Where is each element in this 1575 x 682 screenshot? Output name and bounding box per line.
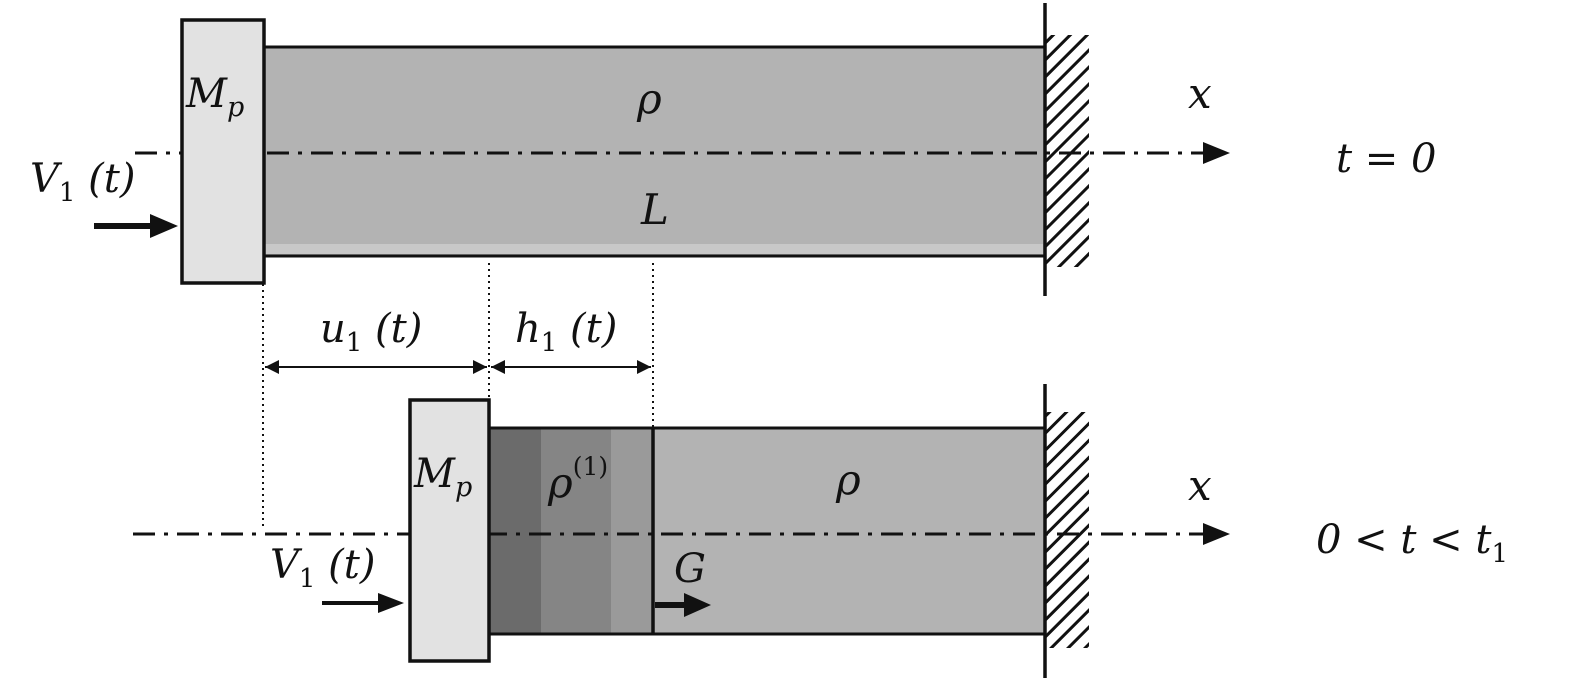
compressed-zone-mid xyxy=(541,428,611,634)
compressed-zone-dark xyxy=(489,428,541,634)
u-dimension-label: u1 (t) xyxy=(320,306,422,358)
bottom-rod xyxy=(653,428,1045,634)
top-mass-block xyxy=(180,18,266,285)
bottom-axis-label: x xyxy=(1188,461,1212,510)
top-rod-bottom-band xyxy=(265,244,1043,254)
bottom-time-label: 0 < t < t1 xyxy=(1316,517,1508,569)
dimension-lines: u1 (t) h1 (t) xyxy=(262,263,654,530)
bottom-velocity-arrowhead xyxy=(378,593,404,613)
top-axis-arrowhead xyxy=(1203,142,1230,164)
top-wall-hatch xyxy=(1045,35,1089,267)
bottom-velocity-label: V1 (t) xyxy=(270,542,375,594)
bottom-density-label: ρ xyxy=(835,455,861,504)
wave-label: G xyxy=(674,546,706,592)
bottom-wall-hatch xyxy=(1045,412,1089,648)
top-configuration: Mp ρ L V1 (t) x t = 0 xyxy=(30,3,1436,296)
compressed-density-label: ρ(1) xyxy=(547,452,608,507)
top-velocity-label: V1 (t) xyxy=(30,156,135,208)
top-velocity-arrowhead xyxy=(150,214,178,238)
top-density-label: ρ xyxy=(636,74,662,123)
bottom-configuration: Mp ρ(1) ρ G V1 (t) x 0 < t < t1 xyxy=(133,384,1508,678)
top-mass-label: Mp xyxy=(185,71,244,123)
h-dimension-label: h1 (t) xyxy=(515,306,617,358)
bottom-mass-block xyxy=(408,398,491,663)
compressed-zone-light xyxy=(611,428,653,634)
top-length-label: L xyxy=(640,185,669,234)
top-time-label: t = 0 xyxy=(1336,136,1436,182)
bottom-mass-label: Mp xyxy=(413,451,472,503)
bottom-axis-arrowhead xyxy=(1203,523,1230,545)
wave-arrowhead xyxy=(684,593,711,617)
top-axis-label: x xyxy=(1188,69,1212,118)
